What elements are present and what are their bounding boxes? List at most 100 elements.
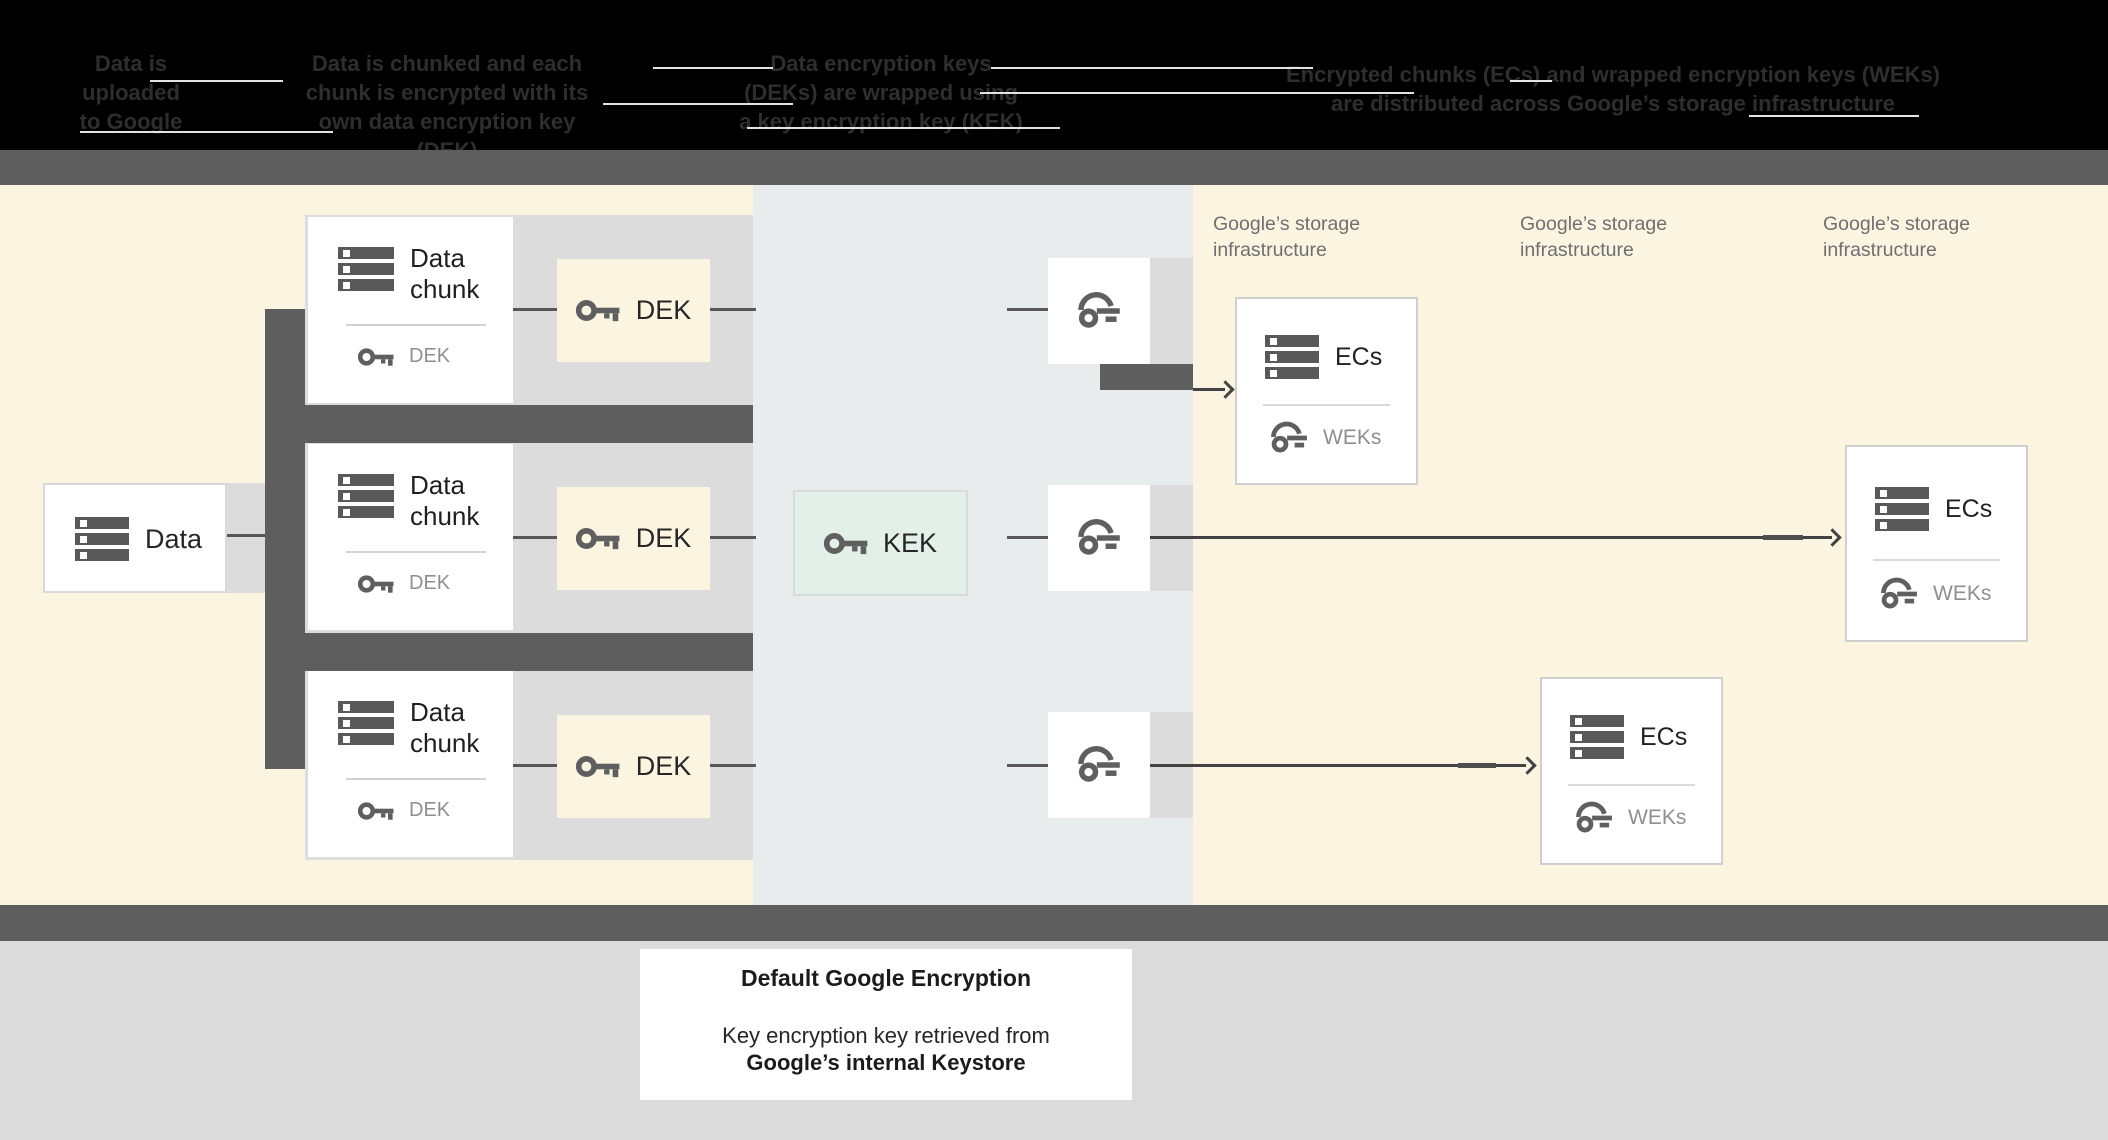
wrapped-key-box-1 [1048,258,1150,364]
step-1-line-2: uploaded [82,80,180,105]
chunk-2-title: Data chunk [410,470,479,532]
header-artifact-line [653,67,773,69]
step-1-line-1: Data is [94,51,168,76]
caption-body-line-1: Key encryption key retrieved from [722,1023,1050,1048]
top-divider-band [0,150,2108,185]
ecs-box-3-weks-row: WEKs [1574,801,1686,835]
chunk-dek-line-3 [513,764,557,767]
arrow-to-ecs-1 [1193,388,1225,391]
header-artifact-line [1749,115,1919,117]
keybox-tail-1 [1150,258,1193,364]
chunk-3-dek-row: DEK [358,799,450,822]
ecs-box-1-weks-label: WEKs [1323,426,1382,449]
wrapped-key-icon [1271,421,1307,453]
step-2-line-2: chunk is encrypted with its [305,80,589,105]
storage-label-3-line-1: Google’s storage [1823,213,1971,235]
data-connector-line [227,534,265,537]
step-3-line-3: a key encryption key (KEK) [739,109,1023,134]
chunk-2-dek-row: DEK [358,572,450,595]
storage-label-2-line-2: infrastructure [1520,239,1634,261]
chunk-2-dek-label: DEK [409,572,451,594]
step-4-line-2: are distributed across Google’s storage … [1330,91,1895,116]
data-box-label: Data [145,524,203,554]
caption-box: Default Google Encryption Key encryption… [640,949,1132,1100]
key-icon [358,574,394,593]
bottom-divider-band [0,905,2108,941]
data-chunk-box-1: Data chunk DEK [308,217,513,403]
kek-keybox-line-3 [1007,764,1048,767]
header-artifact-line [1510,80,1552,82]
wrapped-key-box-2 [1048,485,1150,591]
ecs-box-2-label: ECs [1945,495,1993,523]
step-1-line-3: to Google [79,109,183,134]
kek-keybox-line-1 [1007,308,1048,311]
chunk-1-dek-row: DEK [358,345,450,368]
ecs-box-2-divider [1873,559,2000,561]
wrapped-key-icon [1576,801,1612,833]
ecs-box-1-weks-row: WEKs [1269,421,1381,455]
step-4-text: Encrypted chunks (ECs) and wrapped encry… [1263,60,1963,118]
key-icon [358,801,394,820]
data-box: Data [43,483,227,593]
chunk-dek-line-1 [513,308,557,311]
divider-bar-2 [265,633,753,671]
storage-icon [1875,487,1929,531]
ecs-box-1-label: ECs [1335,343,1383,371]
ecs-box-1-divider [1263,404,1390,406]
storage-label-1-line-1: Google’s storage [1213,213,1361,235]
chunk-2-divider [346,551,486,553]
keybox1-connector-block [1100,364,1193,390]
wrapped-key-icon [1078,519,1120,555]
dek-box-2-label: DEK [635,523,692,553]
arrow-2-thick-segment [1763,535,1803,540]
wrapped-key-box-3 [1048,712,1150,818]
dek-panel-line-2 [710,536,756,539]
header-artifact-line [80,131,333,133]
step-1-text: Data is uploaded to Google [59,49,203,136]
chunk-3-title: Data chunk [410,697,479,759]
chunk-1-title-line-1: Data [410,243,465,273]
storage-icon [1265,335,1319,379]
ecs-box-3: ECs WEKs [1540,677,1723,865]
kek-keybox-line-2 [1007,536,1048,539]
chunk-3-divider [346,778,486,780]
key-icon [575,299,620,322]
kek-box-label: KEK [882,527,938,558]
chunk-3-title-line-1: Data [410,697,465,727]
chunk-3-title-line-2: chunk [410,728,480,758]
ecs-box-3-divider [1568,784,1695,786]
dek-box-1: DEK [557,259,710,362]
wrapped-key-icon [1881,577,1917,609]
step-2-text: Data is chunked and each chunk is encryp… [294,49,600,165]
chunk-dek-line-2 [513,536,557,539]
step-3-line-1: Data encryption keys [770,51,992,76]
arrow-to-ecs-3 [1150,764,1526,767]
storage-icon [1570,715,1624,759]
chunk-2-title-line-2: chunk [410,501,480,531]
data-connector-block [227,483,265,593]
wrapped-key-icon [1078,292,1120,328]
storage-icon [75,517,129,561]
kek-box: KEK [793,490,968,596]
arrow-to-ecs-2 [1150,536,1832,539]
header-artifact-line [150,80,283,82]
header-artifact-line [991,67,1313,69]
key-icon [358,347,394,366]
header-band: Data is uploaded to Google Data is chunk… [0,0,2108,163]
chunk-1-dek-label: DEK [409,345,451,367]
storage-icon [338,474,394,518]
step-2-line-3: own data encryption key (DEK) [318,109,576,163]
ecs-box-3-label: ECs [1640,723,1688,751]
data-chunk-box-3: Data chunk DEK [308,671,513,857]
step-3-line-2: (DEKs) are wrapped using [744,80,1018,105]
key-icon [575,527,620,550]
branch-bar [265,309,305,769]
storage-label-1: Google’s storage infrastructure [1213,211,1360,263]
ecs-box-2-weks-label: WEKs [1933,582,1992,605]
dek-panel-line-1 [710,308,756,311]
header-artifact-line [603,103,793,105]
dek-box-2: DEK [557,487,710,590]
wrapped-key-icon [1078,746,1120,782]
data-chunk-box-2: Data chunk DEK [308,444,513,630]
